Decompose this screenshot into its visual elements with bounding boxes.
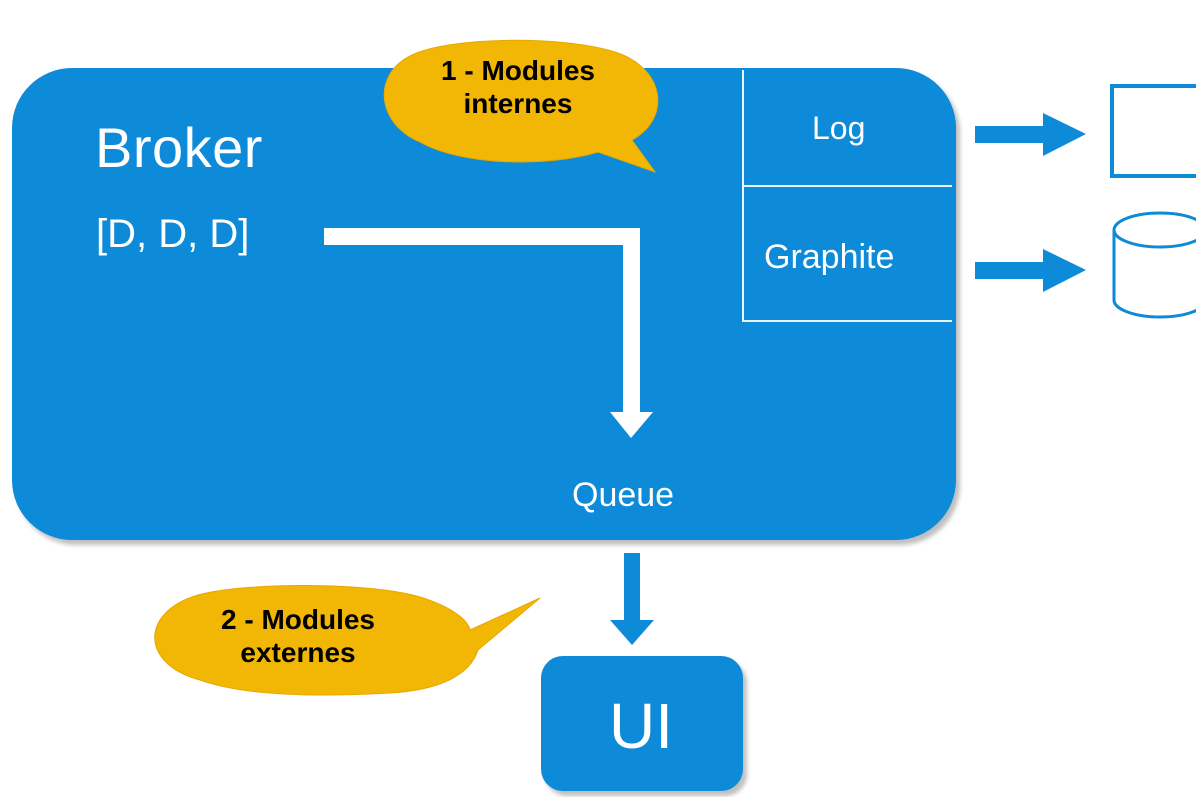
database-icon (1112, 211, 1196, 319)
queue-label: Queue (572, 476, 675, 514)
queue-to-ui-arrow (610, 553, 654, 645)
broker-list-label: [D, D, D] (96, 212, 250, 256)
external-modules-callout-text: 2 - Modules externes (178, 603, 418, 669)
file-icon (1110, 84, 1196, 178)
modules-divider-bottom (742, 320, 952, 322)
internal-modules-callout-text: 1 - Modules internes (398, 54, 638, 120)
external-modules-callout (154, 585, 541, 696)
external-callout-line1: 2 - Modules (220, 604, 375, 635)
graphite-module-label: Graphite (764, 238, 895, 276)
list-to-queue-arrow (324, 228, 653, 438)
ui-box (541, 656, 743, 791)
log-output-arrow (975, 113, 1086, 156)
graphite-output-arrow (975, 249, 1086, 292)
internal-callout-line2: internes (463, 88, 573, 119)
log-module-label: Log (812, 110, 866, 146)
external-callout-line2: externes (240, 637, 356, 668)
broker-title: Broker (95, 116, 263, 179)
ui-label: UI (609, 690, 673, 762)
modules-divider-middle (742, 185, 952, 187)
internal-callout-line1: 1 - Modules (440, 55, 595, 86)
modules-divider-vertical (742, 70, 744, 322)
internal-modules-callout (383, 39, 659, 173)
